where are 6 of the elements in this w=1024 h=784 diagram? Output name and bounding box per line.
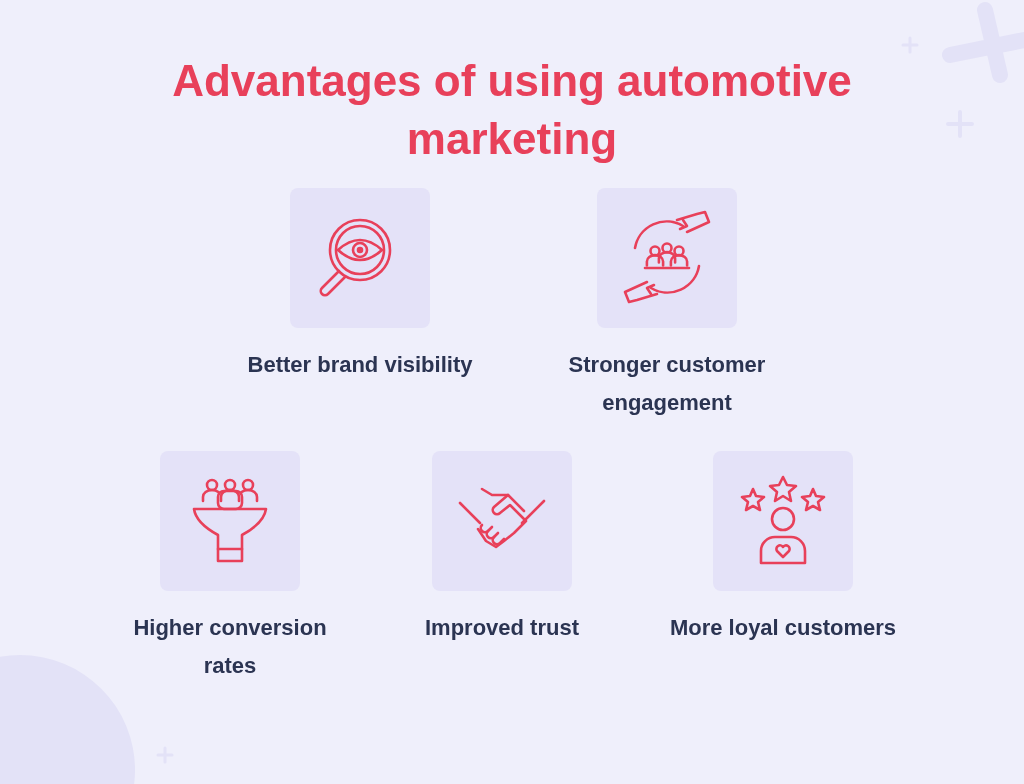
title: Advantages of using automotive marketing — [171, 55, 853, 165]
benefit-caption: More loyal customers — [668, 614, 898, 642]
benefit-caption: Stronger customer engagement — [567, 351, 767, 417]
benefit-caption: Higher conversion rates — [132, 614, 328, 680]
benefit-caption: Improved trust — [424, 614, 580, 642]
benefit-caption: Better brand visibility — [246, 351, 474, 379]
